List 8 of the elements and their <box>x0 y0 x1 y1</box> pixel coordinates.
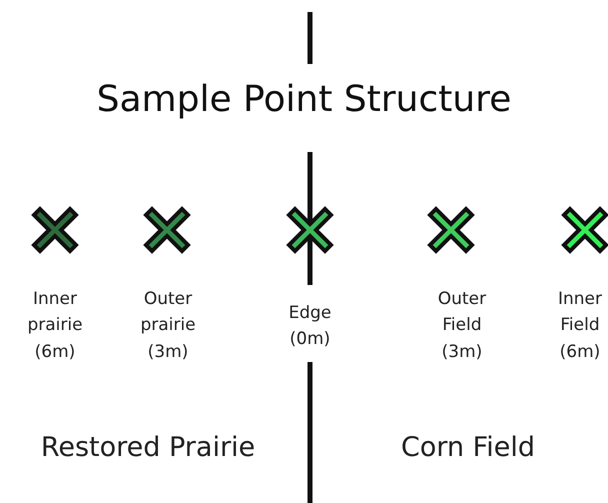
sample-point-label: Outer Field (3m) <box>436 288 488 364</box>
sample-point-label: Inner prairie (6m) <box>26 288 84 364</box>
title: Sample Point Structure <box>96 78 512 122</box>
region-label: Corn Field <box>401 432 535 463</box>
sample-point-label: Inner Field (6m) <box>556 288 603 364</box>
sample-point-label: Outer prairie (3m) <box>139 288 197 364</box>
sample-point-label: Edge (0m) <box>288 302 332 352</box>
region-label: Restored Prairie <box>40 432 256 463</box>
